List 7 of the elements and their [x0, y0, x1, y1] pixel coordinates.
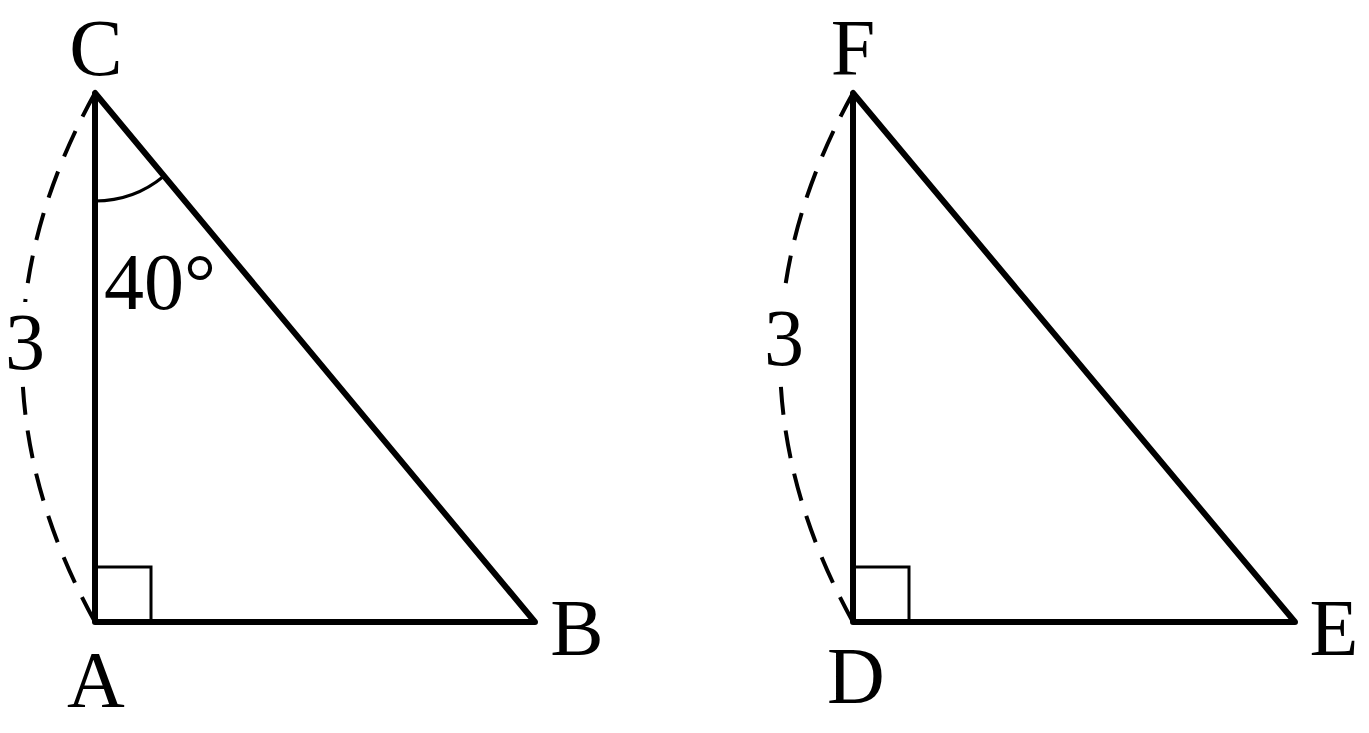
vertex-label: A: [67, 640, 125, 720]
vertex-label: D: [827, 636, 885, 716]
vertex-label: F: [830, 8, 876, 88]
vertex-label: C: [69, 8, 123, 88]
vertex-label: E: [1309, 588, 1359, 668]
angle-label: 40°: [104, 242, 216, 322]
vertex-label: B: [550, 588, 604, 668]
